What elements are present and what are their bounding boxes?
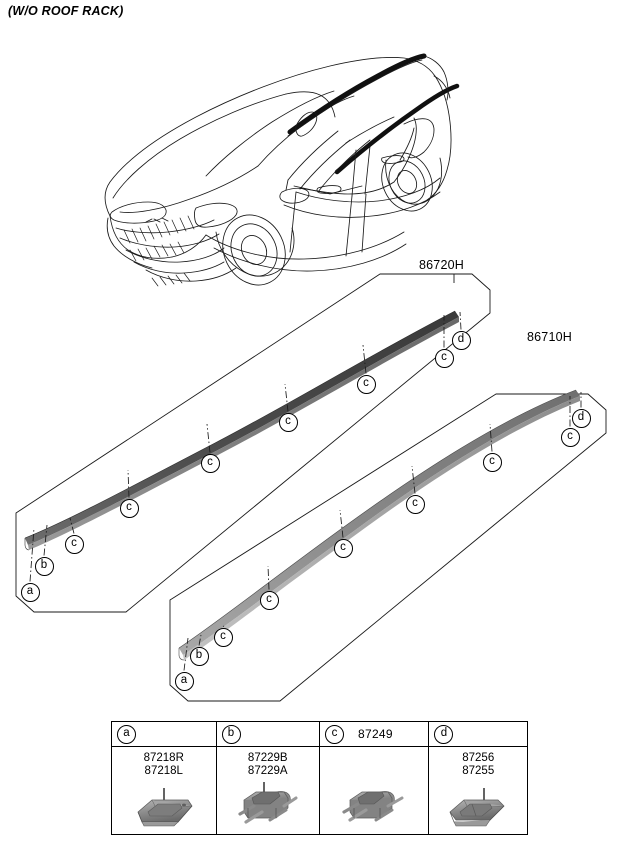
moulding-strip-86720H — [24, 310, 459, 551]
legend-body-a: 87218R 87218L — [112, 747, 216, 834]
leader-line-upper-c-3 — [127, 469, 130, 498]
part-icon-c-wrap — [320, 784, 428, 830]
legend-numbers-b: 87229B 87229A — [247, 752, 288, 777]
roof-clip-bracket-icon — [238, 782, 298, 824]
legend-head-b: b — [216, 722, 319, 747]
part-icon-b-wrap — [217, 780, 320, 830]
callout-marker-lower-b: b — [189, 646, 209, 666]
leader-line-lower-b-1 — [198, 634, 202, 646]
legend-cell-b: b 87229B 87229A — [216, 722, 320, 834]
callout-marker-upper-c: c — [119, 498, 139, 518]
assembly-panel-86720H — [15, 273, 491, 613]
callout-marker-upper-a: a — [20, 582, 40, 602]
callout-marker-upper-c: c — [200, 453, 220, 473]
leader-line-lower-a-0 — [183, 637, 189, 671]
legend-marker-a: a — [117, 724, 136, 744]
legend-body-b: 87229B 87229A — [217, 747, 320, 834]
leader-line-lower-c-2 — [222, 625, 225, 627]
vehicle-illustration — [104, 53, 460, 287]
callout-marker-lower-c: c — [333, 538, 353, 558]
roof-clip-standard-icon — [342, 791, 404, 822]
legend-head-a: a — [112, 722, 216, 747]
leader-line-upper-c-6 — [362, 344, 367, 374]
legend-marker-b: b — [221, 724, 241, 744]
legend-numbers-a: 87218R 87218L — [143, 752, 184, 777]
callout-marker-lower-a: a — [174, 671, 194, 691]
legend-head-d: d — [429, 722, 527, 747]
callout-marker-lower-c: c — [259, 590, 279, 610]
leader-line-upper-c-2 — [69, 517, 75, 534]
callout-marker-lower-d: d — [571, 408, 591, 428]
part-number-86720H: 86720H — [419, 258, 464, 272]
callout-marker-lower-c: c — [482, 452, 502, 472]
leader-line-upper-c-4 — [206, 423, 211, 453]
legend-body-d: 87256 87255 — [429, 747, 527, 834]
roof-clip-rear-cap-icon — [449, 788, 505, 827]
panel-outline-lower — [169, 393, 607, 702]
callout-marker-upper-c: c — [64, 534, 84, 554]
roof-clip-end-cap-icon — [137, 788, 193, 827]
legend-cell-a: a 87218R 87218L — [112, 722, 217, 834]
legend-marker-c: c — [325, 724, 344, 744]
callout-marker-lower-c: c — [213, 627, 233, 647]
callout-marker-upper-c: c — [278, 412, 298, 432]
roof-rack-note: (W/O ROOF RACK) — [8, 4, 124, 18]
panel-outline-upper — [15, 273, 491, 613]
legend-head-c: c 87249 — [320, 722, 429, 747]
callout-marker-upper-c: c — [434, 348, 454, 368]
leader-line-lower-c-5 — [411, 465, 416, 494]
leader-line-lower-c-4 — [339, 509, 344, 538]
legend-marker-d: d — [434, 724, 454, 744]
legend-cell-c: c 87249 — [320, 722, 430, 834]
callout-leader-lines — [29, 311, 582, 671]
parts-legend-table: a 87218R 87218L — [111, 721, 528, 835]
callout-marker-lower-c: c — [405, 494, 425, 514]
leader-line-upper-c-5 — [284, 383, 289, 412]
callout-marker-upper-b: b — [34, 556, 54, 576]
leader-line-lower-c-3 — [267, 565, 270, 590]
leader-line-lower-c-6 — [489, 423, 493, 452]
leader-line-upper-a-0 — [29, 527, 35, 582]
part-number-86710H: 86710H — [527, 330, 572, 344]
legend-body-c — [320, 747, 428, 834]
leader-line-upper-d-8 — [459, 311, 462, 330]
callout-marker-upper-d: d — [451, 330, 471, 350]
part-icon-d-wrap — [429, 786, 527, 830]
callout-marker-lower-c: c — [560, 427, 580, 447]
part-icon-a-wrap — [112, 782, 216, 830]
legend-cell-d: d 87256 87255 — [429, 722, 527, 834]
leader-line-upper-b-1 — [43, 524, 48, 556]
legend-numbers-d: 87256 87255 — [462, 752, 495, 777]
legend-head-code-c: 87249 — [358, 727, 393, 741]
callout-marker-upper-c: c — [356, 374, 376, 394]
